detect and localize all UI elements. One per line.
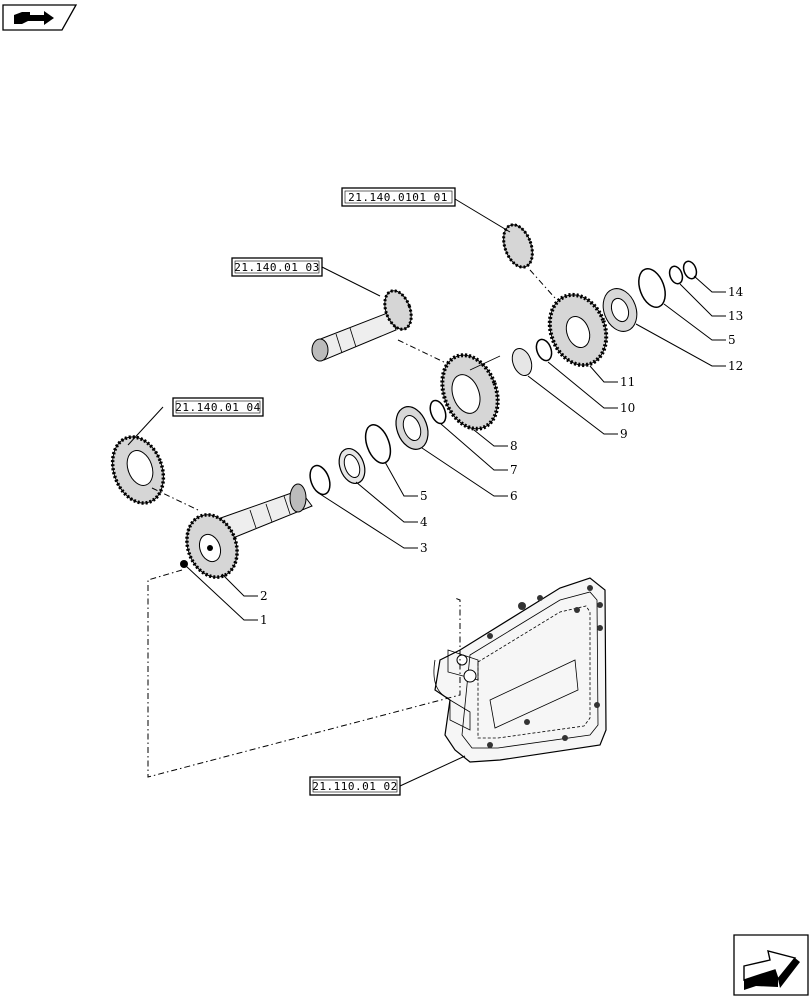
callout-6: 6: [510, 489, 518, 503]
ring-13: [668, 265, 684, 285]
ring-7: [429, 399, 447, 425]
assembly-axis-line: [147, 569, 461, 778]
callout-3: 3: [420, 541, 428, 555]
reference-box-d[interactable]: 21.110.01 02: [309, 776, 401, 796]
nav-back-button[interactable]: [2, 4, 78, 31]
callout-9: 9: [620, 427, 628, 441]
axis-line-ref-b: [397, 339, 449, 365]
back-arrow-icon: [14, 11, 54, 25]
bearing-6: [395, 406, 429, 450]
reference-label: 21.110.01 02: [312, 780, 397, 793]
axis-line-ref-a: [529, 269, 556, 299]
leader-lines: [127, 198, 726, 787]
reference-box-b[interactable]: 21.140.01 03: [231, 257, 323, 277]
callout-11: 11: [620, 375, 635, 389]
shaft-ref-b: [311, 289, 413, 362]
forward-arrow-icon: [743, 950, 800, 990]
bush-9: [511, 347, 533, 377]
reference-label: 21.140.01 03: [234, 261, 319, 274]
callout-7: 7: [510, 463, 518, 477]
reference-label: 21.140.01 04: [175, 401, 260, 414]
bush-4: [338, 447, 366, 485]
bearing-12: [602, 288, 638, 332]
gear-ref-a: [502, 223, 534, 269]
callout-8: 8: [510, 439, 518, 453]
gear-ref-c: [110, 435, 166, 505]
callout-13: 13: [728, 309, 743, 323]
main-shaft-gear: [185, 483, 313, 579]
nav-forward-button[interactable]: [733, 934, 809, 996]
callout-12: 12: [728, 359, 743, 373]
circlip-5a: [364, 424, 392, 464]
callout-numbers: 1 2 3 4 5 5 6 7 8 9 10 11 12 13 14: [260, 285, 744, 627]
callout-5a: 5: [420, 489, 428, 503]
reference-label: 21.140.0101 01: [348, 191, 448, 204]
gearbox-housing: [433, 577, 607, 763]
gear-8: [440, 353, 501, 431]
reference-box-a[interactable]: 21.140.0101 01: [341, 187, 456, 207]
ring-14: [682, 260, 698, 280]
axis-line-ref-c: [151, 487, 199, 511]
callout-5b: 5: [728, 333, 736, 347]
callout-4: 4: [420, 515, 428, 529]
gear-11: [547, 292, 609, 368]
callout-10: 10: [620, 401, 635, 415]
ring-10: [535, 338, 553, 362]
callout-1: 1: [260, 613, 268, 627]
callout-2: 2: [260, 589, 268, 603]
reference-box-c[interactable]: 21.140.01 04: [172, 397, 264, 417]
circlip-5b: [638, 268, 666, 308]
ring-3: [309, 464, 331, 496]
callout-14: 14: [728, 285, 744, 299]
